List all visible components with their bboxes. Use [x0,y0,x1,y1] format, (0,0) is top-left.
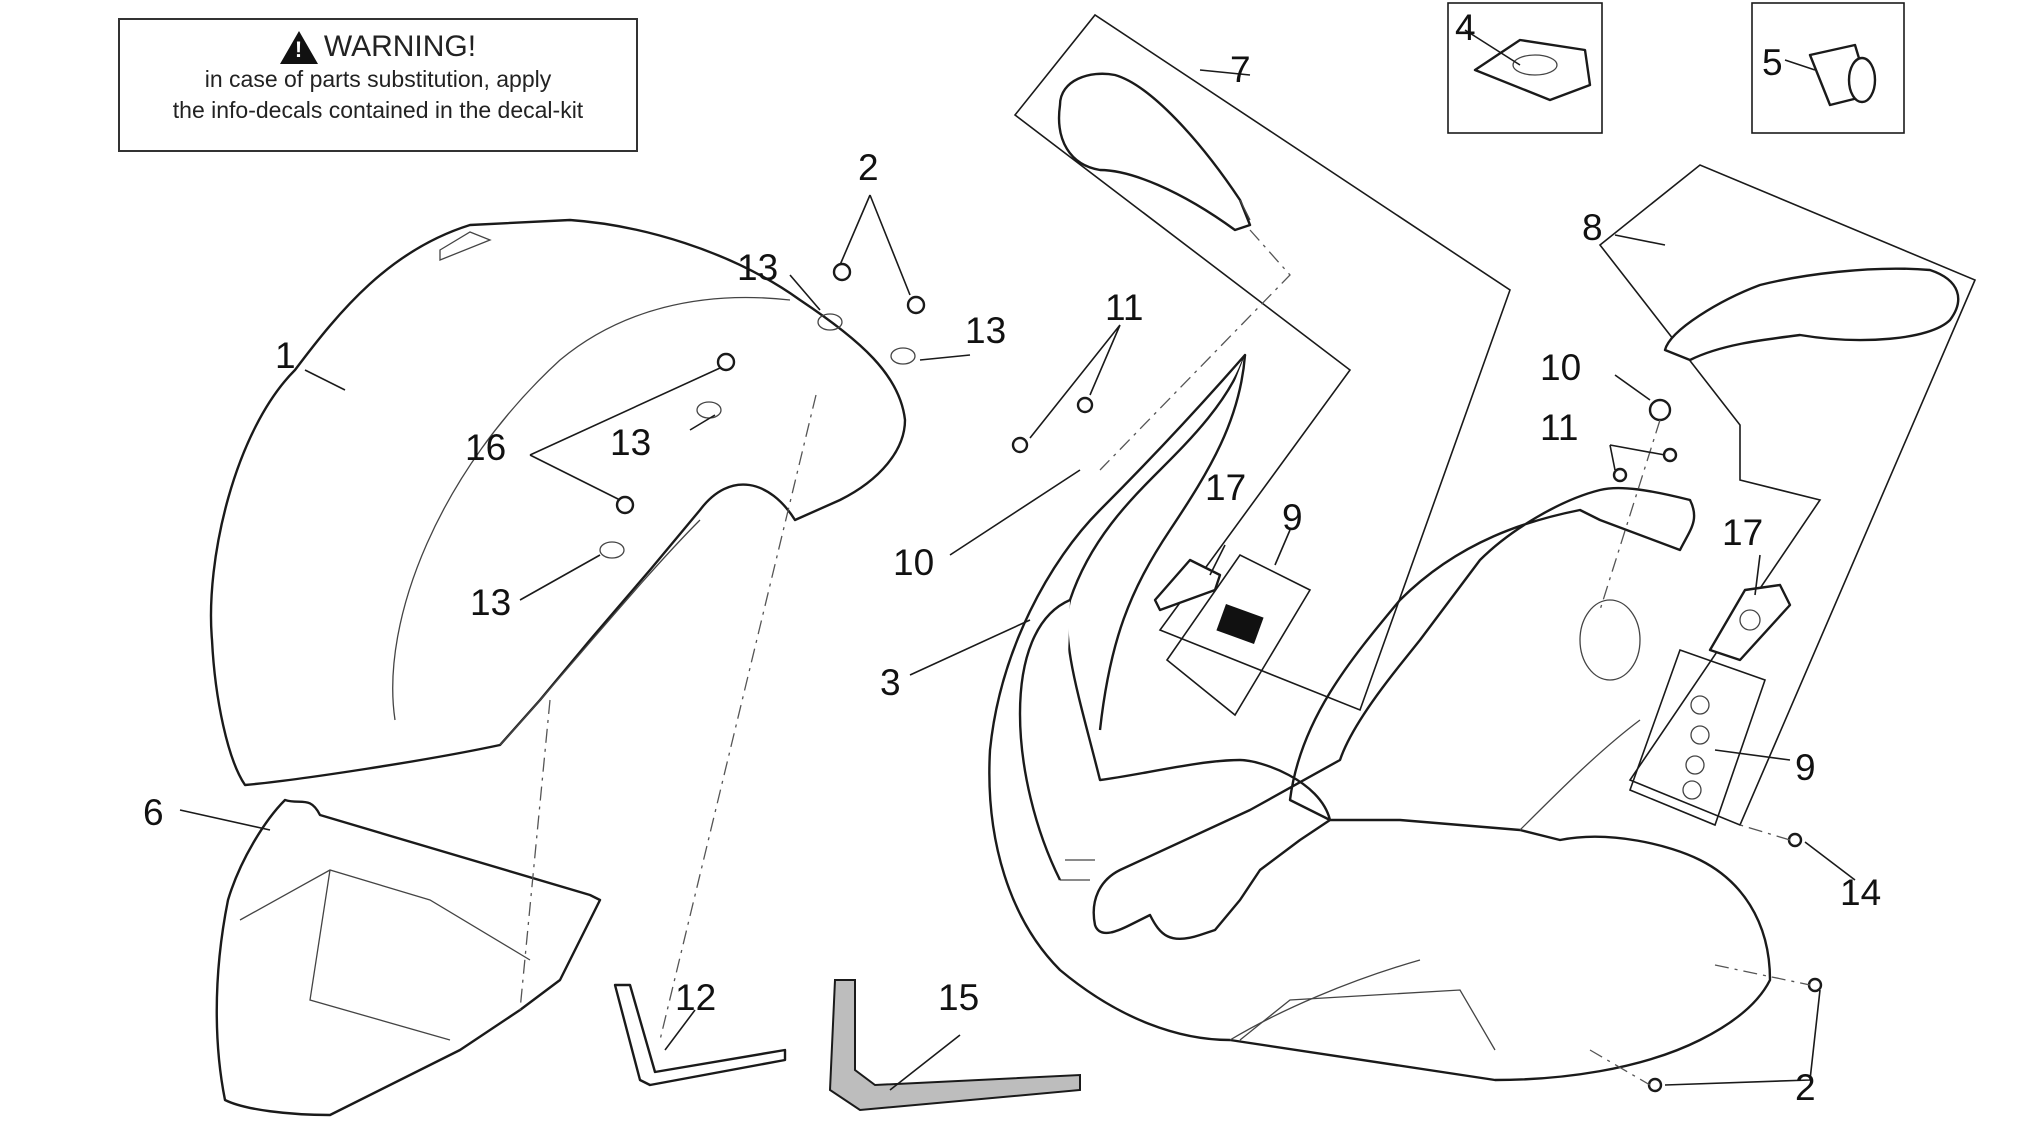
part-15-decal-strip [828,979,1081,1112]
warning-line-2: the info-decals contained in the decal-k… [172,97,584,123]
callout-2-top: 2 [858,147,879,188]
callout-3: 3 [880,662,901,703]
part-5-bushing [1751,2,1905,134]
callout-2-bottom: 2 [1795,1067,1816,1108]
leader-lines [179,29,1856,1091]
warning-box: WARNING! in case of parts substitution, … [118,18,638,152]
callout-5: 5 [1762,42,1783,83]
part-6-inner-cover [215,798,602,1117]
callout-9-left: 9 [1282,497,1303,538]
fasteners [599,262,1823,1093]
alignment-lines [519,229,1811,1086]
callout-11-right: 11 [1540,407,1578,448]
callout-13-b: 13 [965,310,1006,351]
part-1-windscreen [209,218,907,787]
warning-title-text: WARNING! [323,30,477,63]
callout-14: 14 [1840,872,1881,913]
callout-12: 12 [675,977,716,1018]
callout-13-c: 13 [610,422,651,463]
callout-8: 8 [1582,207,1603,248]
callout-11-left: 11 [1105,287,1143,328]
callout-1: 1 [275,335,296,376]
callout-10-left: 10 [893,542,934,583]
part-8-right-mirror [1598,164,1977,827]
callout-17-left: 17 [1205,467,1246,508]
callout-9-right: 9 [1795,747,1816,788]
warning-title: WARNING! [120,30,636,64]
callout-10-right: 10 [1540,347,1581,388]
part-12-allen-key [613,983,787,1087]
part-17-clip-left [1153,558,1222,612]
callout-6: 6 [143,792,164,833]
callout-13-d: 13 [470,582,511,623]
part-17-clip-right [1708,583,1792,662]
warning-line-1: in case of parts substitution, apply [204,66,552,92]
callout-16: 16 [465,427,506,468]
callout-4: 4 [1455,7,1476,48]
callout-7: 7 [1230,49,1251,90]
callout-13-a: 13 [737,247,778,288]
callout-17-right: 17 [1722,512,1763,553]
warning-triangle-icon [279,30,318,64]
callout-15: 15 [938,977,979,1018]
part-9-decal-card-right [1628,648,1767,827]
part-7-left-mirror [1013,13,1511,712]
callout-labels: 1 2 2 3 4 5 6 7 8 9 9 10 10 11 11 12 13 … [143,7,1881,1108]
part-3-front-fairing [988,353,1772,1082]
